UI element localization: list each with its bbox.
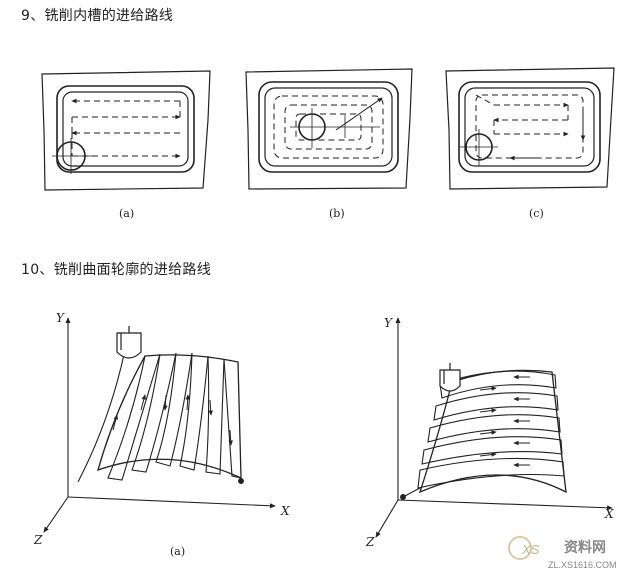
section-10-heading: 10、铣削曲面轮廓的进给路线 (21, 262, 212, 278)
watermark-logo: XS (521, 542, 540, 557)
ball-end-mill-a (116, 326, 142, 359)
axis-y-label-b: Y (384, 316, 393, 330)
watermark-brand: 资料网 (564, 539, 606, 555)
caption-a: (a) (119, 207, 134, 220)
surface-fig-b (375, 317, 613, 538)
toolpath-10a (77, 349, 242, 483)
watermark: XS 资料网 ZL.XS1616.COM (508, 536, 617, 570)
pocket-outer-c (458, 81, 601, 173)
surface-a (97, 354, 242, 480)
ball-end-mill-b (439, 363, 461, 392)
watermark-url: ZL.XS1616.COM (548, 560, 617, 570)
caption-10a: (a) (170, 545, 185, 558)
axis-x-label-b: X (604, 507, 614, 521)
axis-y-label-a: Y (56, 311, 65, 325)
pocket-outer-b (258, 81, 399, 173)
workpiece-outline-b (245, 68, 413, 190)
pocket-outer-a (56, 85, 195, 173)
toolpath-a (71, 98, 181, 159)
axis-x-label-a: X (280, 504, 290, 518)
caption-b: (b) (329, 207, 345, 220)
pocket-fig-b (245, 68, 413, 190)
axes-a (43, 317, 276, 533)
workpiece-outline-a (41, 70, 211, 191)
pocket-inner-a (62, 91, 189, 167)
caption-c: (c) (529, 207, 544, 220)
pocket-fig-c (445, 67, 615, 190)
surface-fig-a (43, 317, 276, 533)
axis-z-label-a: Z (33, 533, 43, 547)
pocket-fig-a (41, 70, 211, 191)
toolpath-10b (417, 370, 565, 489)
axes-b (375, 317, 613, 538)
section-9-heading: 9、铣削内槽的进给路线 (21, 8, 174, 24)
axis-z-label-b: Z (365, 535, 375, 549)
workpiece-outline-c (445, 67, 615, 190)
